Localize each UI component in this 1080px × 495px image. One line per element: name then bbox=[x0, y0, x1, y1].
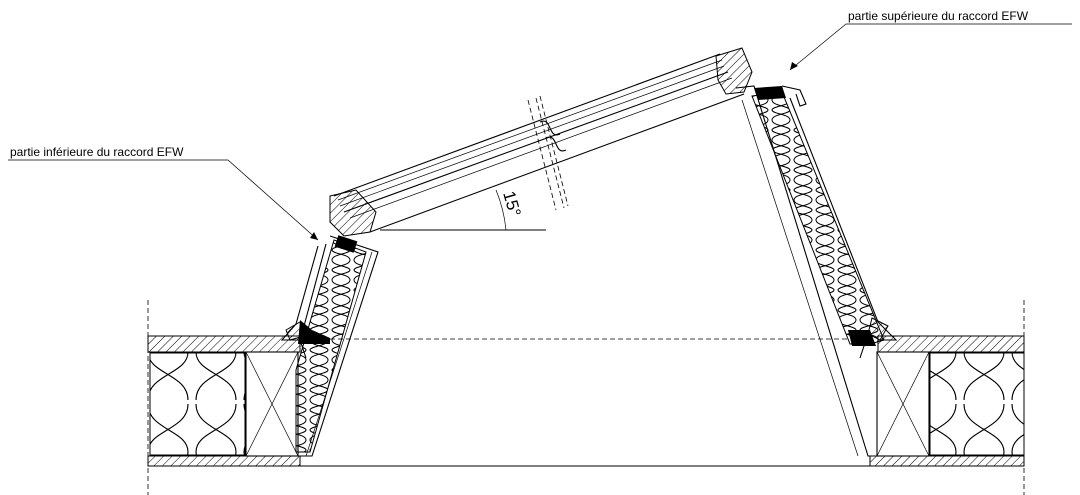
roof-deck bbox=[147, 300, 1025, 495]
glazing-panel bbox=[329, 47, 753, 237]
timber-block-left bbox=[245, 351, 299, 457]
label-upper-connection: partie supérieure du raccord EFW bbox=[848, 9, 1029, 23]
left-upstand bbox=[280, 235, 379, 457]
leader-lower bbox=[8, 159, 319, 241]
timber-block-right bbox=[876, 351, 930, 457]
angle-indicator: 15° bbox=[380, 189, 546, 231]
right-upstand bbox=[735, 85, 898, 457]
angle-label: 15° bbox=[499, 189, 524, 219]
label-lower-connection: partie inférieure du raccord EFW bbox=[10, 145, 184, 159]
leader-upper bbox=[789, 23, 1072, 71]
